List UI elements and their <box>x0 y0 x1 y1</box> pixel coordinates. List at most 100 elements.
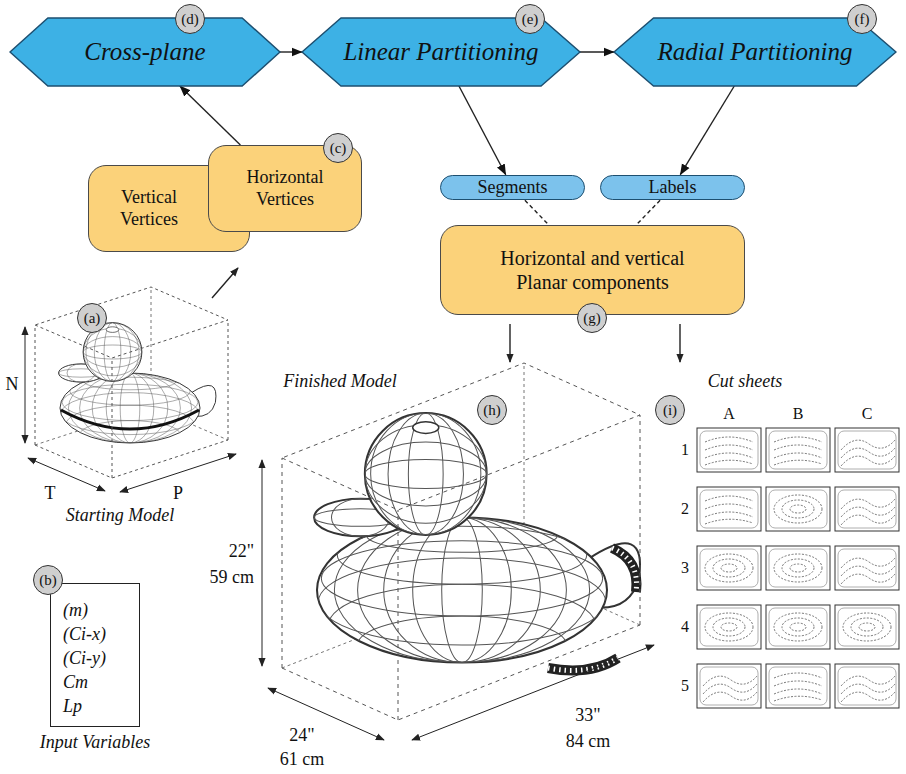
node-label: Vertical Vertices <box>104 187 194 230</box>
flow-connector <box>180 86 241 145</box>
figure-caption: Finished Model <box>283 372 396 392</box>
dimension-value: 61 cm <box>280 750 325 770</box>
callout-letter: (h) <box>483 403 501 418</box>
node-label: Lp <box>63 694 82 718</box>
drawing-part <box>769 431 827 469</box>
column-header: A <box>723 405 735 423</box>
node-label: Cross-plane <box>84 37 205 67</box>
callout-circle: (e) <box>515 4 545 34</box>
flow-arrow <box>509 324 510 362</box>
figure-caption: Cut sheets <box>708 372 783 392</box>
row-header: 5 <box>681 677 689 695</box>
drawing-part <box>769 608 827 646</box>
callout-letter: (b) <box>39 573 57 588</box>
dimension-letter: N <box>6 375 19 395</box>
callout-circle: (g) <box>577 303 607 333</box>
callout-circle: (b) <box>33 565 63 595</box>
cut-sheet <box>697 487 761 531</box>
row-header: 3 <box>681 559 689 577</box>
drawing-part <box>700 549 758 587</box>
section-band <box>61 410 199 429</box>
starting-model <box>25 268 238 492</box>
callout-letter: (a) <box>84 311 101 326</box>
cut-sheet <box>835 664 899 708</box>
drawing-part <box>838 549 896 587</box>
drawing-part <box>697 546 761 590</box>
dashed-link <box>525 200 549 225</box>
cut-sheet-grid <box>697 428 899 708</box>
cut-sheet <box>835 546 899 590</box>
drawing-part <box>835 664 899 708</box>
node-label: (Ci-x) <box>63 622 106 646</box>
callout-circle: (f) <box>847 4 877 34</box>
process-diamond: Cross-plane <box>10 18 280 86</box>
row-header: 2 <box>681 500 689 518</box>
node-label: Segments <box>478 177 548 199</box>
drawing-part <box>697 664 761 708</box>
callout-letter: (e) <box>522 12 539 27</box>
drawing-part <box>769 667 827 705</box>
dimension-value: 22" <box>229 542 254 562</box>
drawing-part <box>766 428 830 472</box>
row-header: 1 <box>681 441 689 459</box>
drawing-part <box>835 428 899 472</box>
drawing-part <box>766 546 830 590</box>
drawing-part <box>766 605 830 649</box>
callout-circle: (d) <box>175 4 205 34</box>
node-label: Cm <box>63 670 88 694</box>
group-heading: Input Variables <box>40 732 151 754</box>
dimension-line <box>25 327 26 443</box>
cut-strip <box>548 658 618 670</box>
diamond-shape <box>10 18 280 86</box>
cut-sheet <box>697 605 761 649</box>
drawing-part <box>838 608 896 646</box>
node-label: Horizontal and vertical Planar component… <box>475 246 710 294</box>
dimension-line <box>268 688 384 740</box>
drawing-part <box>769 490 827 528</box>
output-pill: Labels <box>600 175 745 201</box>
cut-strip-notches <box>548 658 618 670</box>
drawing-part <box>697 428 761 472</box>
flow-connector <box>680 86 734 175</box>
cut-sheet <box>766 428 830 472</box>
node-label: Radial Partitioning <box>657 37 852 67</box>
flow-arrow <box>679 324 680 362</box>
input-list: (m)(Ci-x)(Ci-y)CmLpInput Variables <box>50 583 140 727</box>
flow-connector <box>580 51 614 52</box>
node-label: Horizontal Vertices <box>230 167 340 210</box>
output-pill: Segments <box>440 175 585 201</box>
callout-circle: (a) <box>77 303 107 333</box>
callout-letter: (g) <box>583 311 601 326</box>
drawing-part <box>697 605 761 649</box>
bounding-box <box>282 363 640 720</box>
dimension-value: 84 cm <box>566 732 611 752</box>
drawing-part <box>835 605 899 649</box>
drawing-part <box>766 664 830 708</box>
cut-sheet <box>766 605 830 649</box>
dimension-letter: T <box>45 484 56 504</box>
dimension-line <box>28 458 105 491</box>
cut-sheet <box>835 428 899 472</box>
callout-circle: (i) <box>655 395 685 425</box>
cut-sheet <box>835 605 899 649</box>
bounding-box <box>35 287 228 478</box>
cut-strip-notches <box>612 548 637 592</box>
drawing-part <box>835 546 899 590</box>
dimension-value: 59 cm <box>210 568 255 588</box>
dimension-value: 33" <box>575 706 600 726</box>
drawing-part <box>838 431 896 469</box>
dimension-value: 24" <box>289 726 314 746</box>
drawing-part <box>766 487 830 531</box>
column-header: C <box>862 405 873 423</box>
callout-letter: (i) <box>663 403 677 418</box>
drawing-part <box>700 431 758 469</box>
column-header: B <box>793 405 804 423</box>
cut-sheet <box>697 428 761 472</box>
row-header: 4 <box>681 618 689 636</box>
dimension-line <box>412 645 654 740</box>
cut-sheet <box>766 546 830 590</box>
flow-connector <box>459 86 506 175</box>
finished-model <box>262 324 680 740</box>
